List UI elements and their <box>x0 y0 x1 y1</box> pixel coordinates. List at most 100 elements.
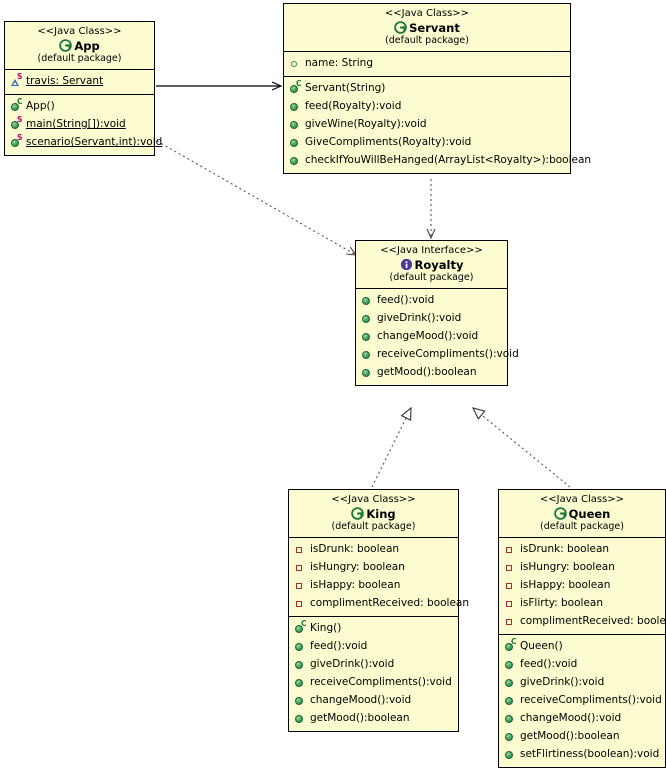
method-row[interactable]: changeMood():void <box>499 710 665 728</box>
constructor-badge: C <box>17 97 23 107</box>
method-icon <box>504 658 517 671</box>
method-row-label: giveDrink():void <box>310 658 395 671</box>
class-box-royalty[interactable]: <<Java Interface>> Royalty (default pack… <box>355 240 519 386</box>
method-row[interactable]: giveWine(Royalty):void <box>284 116 570 134</box>
package-label: (default package) <box>331 520 416 532</box>
method-row-label: getMood():boolean <box>520 730 620 743</box>
method-row[interactable]: setFlirtiness(boolean):void <box>499 746 665 764</box>
class-box-king[interactable]: <<Java Class>> King (default package) is… <box>288 489 469 732</box>
method-row-label: giveDrink():void <box>520 676 605 689</box>
class-box-queen[interactable]: <<Java Class>> Queen (default package) i… <box>498 489 666 768</box>
private-field-icon <box>504 597 517 610</box>
field-row[interactable]: isHappy: boolean <box>289 577 458 595</box>
package-field-icon: S <box>10 73 23 88</box>
field-row[interactable]: isHappy: boolean <box>499 577 665 595</box>
field-row[interactable]: complimentReceived: boolean <box>499 613 666 631</box>
class-box-servant[interactable]: <<Java Class>> Servant (default package)… <box>283 3 591 174</box>
method-icon <box>361 366 374 379</box>
method-row-label: changeMood():void <box>310 694 412 707</box>
stereotype-label: <<Java Class>> <box>331 494 416 505</box>
field-row[interactable]: isFlirty: boolean <box>499 595 665 613</box>
fields-section-queen: isDrunk: boolean isHungry: boolean isHappy… <box>499 538 666 635</box>
java-interface-icon <box>400 258 412 270</box>
class-title-servant: Servant <box>288 20 566 35</box>
method-row[interactable]: receiveCompliments():void <box>289 674 458 692</box>
class-name-servant: Servant <box>409 20 460 35</box>
method-icon <box>504 748 517 761</box>
field-row[interactable]: isHungry: boolean <box>499 559 665 577</box>
package-label: (default package) <box>389 271 474 283</box>
method-row[interactable]: changeMood():void <box>356 328 507 346</box>
field-row[interactable]: complimentReceived: boolean <box>289 595 469 613</box>
method-row[interactable]: getMood():boolean <box>289 710 458 728</box>
method-row[interactable]: giveDrink():void <box>289 656 458 674</box>
java-class-icon <box>59 38 73 52</box>
method-row[interactable]: getMood():boolean <box>356 364 507 382</box>
class-title-app: App <box>9 38 150 53</box>
method-icon <box>361 330 374 343</box>
method-icon <box>504 730 517 743</box>
stereotype-label: <<Java Class>> <box>539 494 625 505</box>
class-header-app: <<Java Class>> App (default package) <box>5 22 154 70</box>
method-row-label: King() <box>310 622 342 635</box>
class-name-app: App <box>74 38 100 53</box>
method-row[interactable]: receiveCompliments():void <box>356 346 519 364</box>
field-row[interactable]: isHungry: boolean <box>289 559 458 577</box>
method-row-label: GiveCompliments(Royalty):void <box>305 136 472 149</box>
method-row-label: changeMood():void <box>377 330 479 343</box>
private-field-icon <box>504 561 517 574</box>
stereotype-label: <<Java Class>> <box>37 26 122 37</box>
field-row[interactable]: name: String <box>284 55 570 73</box>
method-row[interactable]: changeMood():void <box>289 692 458 710</box>
class-name-king: King <box>366 506 396 521</box>
edge-king-implements-royalty <box>371 406 412 488</box>
method-row[interactable]: feed():void <box>499 656 665 674</box>
method-row[interactable]: feed(Royalty):void <box>284 98 570 116</box>
method-row[interactable]: checkIfYouWillBeHanged(ArrayList<Royalty… <box>284 152 591 170</box>
field-row-label: name: String <box>305 57 373 70</box>
field-row-label: isHungry: boolean <box>520 561 615 574</box>
method-row[interactable]: receiveCompliments():void <box>499 692 665 710</box>
method-row-label: giveDrink():void <box>377 312 462 325</box>
method-row-label: receiveCompliments():void <box>377 348 519 361</box>
class-title-king: King <box>293 506 454 521</box>
method-icon: S <box>10 134 23 149</box>
private-field-icon <box>294 597 307 610</box>
method-icon: C <box>289 79 302 95</box>
method-icon <box>504 712 517 725</box>
method-row-label: Servant(String) <box>305 82 386 95</box>
method-icon <box>504 694 517 707</box>
method-row[interactable]: getMood():boolean <box>499 728 665 746</box>
field-row-label: isFlirty: boolean <box>520 597 604 610</box>
class-header-servant: <<Java Class>> Servant (default package) <box>284 4 570 52</box>
constructor-badge: C <box>301 619 307 629</box>
method-icon <box>361 294 374 307</box>
method-row[interactable]: giveDrink():void <box>356 310 507 328</box>
method-row-label: Queen() <box>520 640 563 653</box>
method-icon: S <box>10 116 23 131</box>
method-row[interactable]: GiveCompliments(Royalty):void <box>284 134 570 152</box>
field-row-label: complimentReceived: boolean <box>310 597 470 610</box>
stereotype-label: <<Java Class>> <box>384 8 470 19</box>
method-row-label: checkIfYouWillBeHanged(ArrayList<Royalty… <box>305 154 592 167</box>
field-row[interactable]: isDrunk: boolean <box>499 541 665 559</box>
method-icon <box>294 640 307 653</box>
method-icon <box>294 658 307 671</box>
method-row[interactable]: feed():void <box>289 638 458 656</box>
method-row[interactable]: feed():void <box>356 292 507 310</box>
field-row[interactable]: isDrunk: boolean <box>289 541 458 559</box>
method-row[interactable]: giveDrink():void <box>499 674 665 692</box>
constructor-badge: C <box>296 79 302 89</box>
